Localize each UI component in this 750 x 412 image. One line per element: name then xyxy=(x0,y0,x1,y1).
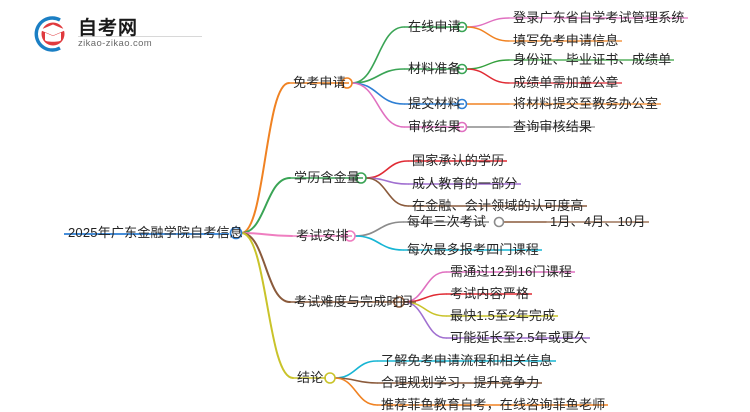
logo-divider xyxy=(78,36,202,37)
connector-path xyxy=(334,377,378,406)
mindmap-node-label-3-3[interactable]: 可能延长至2.5年或更久 xyxy=(450,330,588,345)
connector-path xyxy=(334,360,378,379)
connector-path xyxy=(354,235,404,251)
mindmap-node-label-1-2[interactable]: 在金融、会计领域的认可度高 xyxy=(412,198,584,213)
mindmap-leaf-label-2-0-0[interactable]: 1月、4月、10月 xyxy=(550,214,646,229)
mindmap-branch-label-1[interactable]: 学历含金量 xyxy=(294,170,361,185)
edge-group xyxy=(240,17,547,406)
connector-path xyxy=(351,82,405,128)
mindmap-node-label-2-1[interactable]: 每次最多报考四门课程 xyxy=(407,242,540,257)
logo-domain: zikao-zikao.com xyxy=(78,38,153,49)
mindmap-node-label-3-1[interactable]: 考试内容严格 xyxy=(450,286,530,301)
connector-path xyxy=(240,82,290,234)
mindmap-node-label-0-1[interactable]: 材料准备 xyxy=(408,61,461,76)
logo-title: 自考网 xyxy=(78,18,139,39)
connector-path xyxy=(365,177,409,207)
mindmap-node-label-1-0[interactable]: 国家承认的学历 xyxy=(412,153,505,168)
mindmap-node-label-2-0[interactable]: 每年三次考试 xyxy=(407,214,487,229)
mindmap-branch-label-3[interactable]: 考试难度与完成时间 xyxy=(294,294,413,309)
node-circle[interactable] xyxy=(324,372,336,384)
mindmap-leaf-label-0-0-0[interactable]: 登录广东省自学考试管理系统 xyxy=(513,10,685,25)
mindmap-branch-label-0[interactable]: 免考申请 xyxy=(293,75,346,90)
mindmap-node-label-4-1[interactable]: 合理规划学习，提升竞争力 xyxy=(381,375,540,390)
node-circle[interactable] xyxy=(229,226,243,240)
connector-path xyxy=(465,59,510,70)
connector-path xyxy=(240,232,291,303)
mindmap-branch-label-4[interactable]: 结论 xyxy=(297,370,324,385)
mindmap-leaf-label-0-3-0[interactable]: 查询审核结果 xyxy=(513,119,593,134)
connector-path xyxy=(351,82,405,105)
mindmap-node-label-0-3[interactable]: 审核结果 xyxy=(408,119,461,134)
node-circle[interactable] xyxy=(493,216,505,228)
site-logo: 自考网 zikao-zikao.com xyxy=(30,12,210,56)
connector-path xyxy=(465,26,510,42)
connector-path xyxy=(465,68,510,84)
mindmap-node-label-4-0[interactable]: 了解免考申请流程和相关信息 xyxy=(381,353,553,368)
connector-path xyxy=(365,160,409,179)
mindmap-node-label-4-2[interactable]: 推荐菲鱼教育自考，在线咨询菲鱼老师 xyxy=(381,397,606,412)
mindmap-leaf-label-0-2-0[interactable]: 将材料提交至教务办公室 xyxy=(513,96,659,111)
connector-path xyxy=(403,301,447,339)
mindmap-root-label[interactable]: 2025年广东金融学院自考信息 xyxy=(68,225,243,240)
connector-path xyxy=(351,26,405,84)
mindmap-leaf-label-0-1-0[interactable]: 身份证、毕业证书、成绩单 xyxy=(513,52,672,67)
mindmap-branch-label-2[interactable]: 考试安排 xyxy=(296,228,349,243)
mindmap-node-label-3-0[interactable]: 需通过12到16门课程 xyxy=(450,264,573,279)
connector-path xyxy=(465,17,510,28)
connector-path xyxy=(351,68,405,84)
connector-path xyxy=(240,232,294,379)
mindmap-node-label-0-0[interactable]: 在线申请 xyxy=(408,19,461,34)
connector-path xyxy=(354,221,404,237)
mindmap-leaf-label-0-0-1[interactable]: 填写免考申请信息 xyxy=(513,33,619,48)
mindmap-leaf-label-0-1-1[interactable]: 成绩单需加盖公章 xyxy=(513,75,619,90)
graduation-cap-icon xyxy=(34,16,67,52)
connector-path xyxy=(240,232,293,237)
mindmap-node-label-3-2[interactable]: 最快1.5至2年完成 xyxy=(450,308,556,323)
label-underline-group xyxy=(64,17,688,406)
mindmap-node-label-1-1[interactable]: 成人教育的一部分 xyxy=(412,176,518,191)
connector-path xyxy=(240,177,291,234)
mindmap-node-label-0-2[interactable]: 提交材料 xyxy=(408,96,461,111)
